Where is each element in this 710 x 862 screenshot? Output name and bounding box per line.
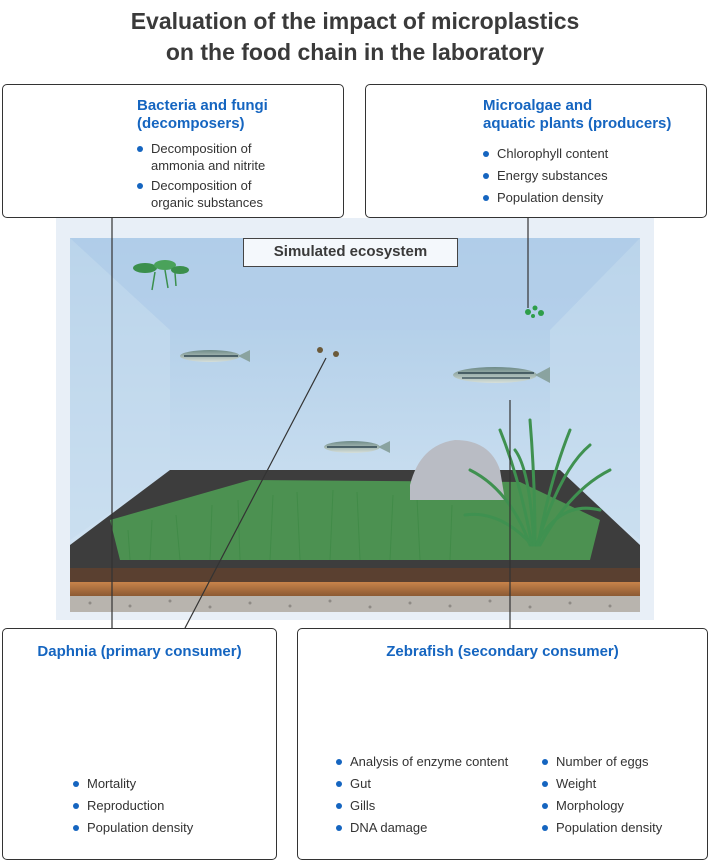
producers-box: Microalgae and aquatic plants (producers… [365,84,707,218]
list-item: Energy substances [483,167,698,184]
primary-consumer-box: Daphnia (primary consumer) Mortality Rep… [2,628,277,860]
secondary-consumer-title: Zebrafish (secondary consumer) [386,643,619,660]
primary-consumer-list: Mortality Reproduction Population densit… [73,775,273,836]
list-item: Decomposition of ammonia and nitrite [137,140,337,174]
list-item: DNA damage [336,819,536,836]
list-item: Gut [336,775,536,792]
item-text: Morphology [556,798,624,813]
bullet-icon [73,825,79,831]
sand-layer [70,596,640,612]
bullet-icon [483,173,489,179]
connector-lines [111,218,529,629]
list-item: Number of eggs [542,753,702,770]
list-item: Gills [336,797,536,814]
tank-top-perspective [70,238,640,330]
item-text: Gills [350,798,376,813]
list-item: Population density [542,819,702,836]
item-text: Weight [556,776,597,791]
decomposers-title-line-2: (decomposers) [137,115,245,132]
tank-daphnia [317,347,339,357]
decomposers-title: Bacteria and fungi (decomposers) [137,97,268,133]
bullet-icon [483,151,489,157]
bullet-icon [73,781,79,787]
bullet-icon [137,146,143,152]
decomposers-title-line-1: Bacteria and fungi [137,97,268,114]
item-text: DNA damage [350,820,428,835]
bullet-icon [73,803,79,809]
secondary-consumer-box: Zebrafish (secondary consumer) Analysis … [297,628,708,860]
bullet-icon [483,195,489,201]
item-text: Energy substances [497,168,608,183]
bullet-icon [336,825,342,831]
bullet-icon [137,183,143,189]
item-text: Number of eggs [556,754,649,769]
list-item: Population density [483,189,698,206]
sand-dots [88,599,612,609]
item-text: Decomposition of [151,141,252,156]
bullet-icon [336,759,342,765]
fish-bottom [324,441,390,453]
list-item: Population density [73,819,273,836]
tank-left-wall [70,238,170,540]
fish-left [180,350,250,362]
list-item: Mortality [73,775,273,792]
bullet-icon [542,803,548,809]
list-item: Weight [542,775,702,792]
item-text: Population density [497,190,604,205]
item-text: ammonia and nitrite [151,158,266,173]
item-text: Gut [350,776,371,791]
page-title: Evaluation of the impact of microplastic… [0,6,710,68]
fish-right [453,367,550,383]
secondary-consumer-list-right: Number of eggs Weight Morphology Populat… [542,753,702,836]
decomposers-list: Decomposition of ammonia and nitrite Dec… [137,140,337,211]
rock [410,440,505,500]
list-item: Chlorophyll content [483,145,698,162]
bullet-icon [542,825,548,831]
item-text: Decomposition of [151,178,252,193]
item-text: Chlorophyll content [497,146,609,161]
secondary-consumer-list-left: Analysis of enzyme content Gut Gills DNA… [336,753,536,836]
producers-title-line-2: aquatic plants (producers) [483,115,672,132]
soil-dark-layer [70,568,640,582]
producers-title-line-1: Microalgae and [483,97,593,114]
aquatic-plant [463,418,612,547]
list-item: Decomposition of organic substances [137,177,337,211]
item-text: Analysis of enzyme content [350,754,509,769]
bullet-icon [336,781,342,787]
list-item: Reproduction [73,797,273,814]
soil-layer [70,582,640,596]
item-text: Mortality [87,776,137,791]
title-line-1: Evaluation of the impact of microplastic… [130,8,580,34]
item-text: Reproduction [87,798,165,813]
producers-list: Chlorophyll content Energy substances Po… [483,145,698,206]
decomposers-box: Bacteria and fungi (decomposers) Decompo… [2,84,344,218]
bullet-icon [542,759,548,765]
primary-consumer-title: Daphnia (primary consumer) [37,643,242,660]
tank-algae [525,305,544,318]
item-text: Population density [87,820,194,835]
grass-blades [127,489,453,561]
list-item: Analysis of enzyme content [336,753,536,770]
title-line-2: on the food chain in the laboratory [165,39,545,65]
item-text: Population density [556,820,663,835]
bullet-icon [336,803,342,809]
simulated-ecosystem-label: Simulated ecosystem [243,238,458,267]
bullet-icon [542,781,548,787]
floating-plant [133,260,189,291]
producers-title: Microalgae and aquatic plants (producers… [483,97,671,133]
item-text: organic substances [151,195,264,210]
list-item: Morphology [542,797,702,814]
